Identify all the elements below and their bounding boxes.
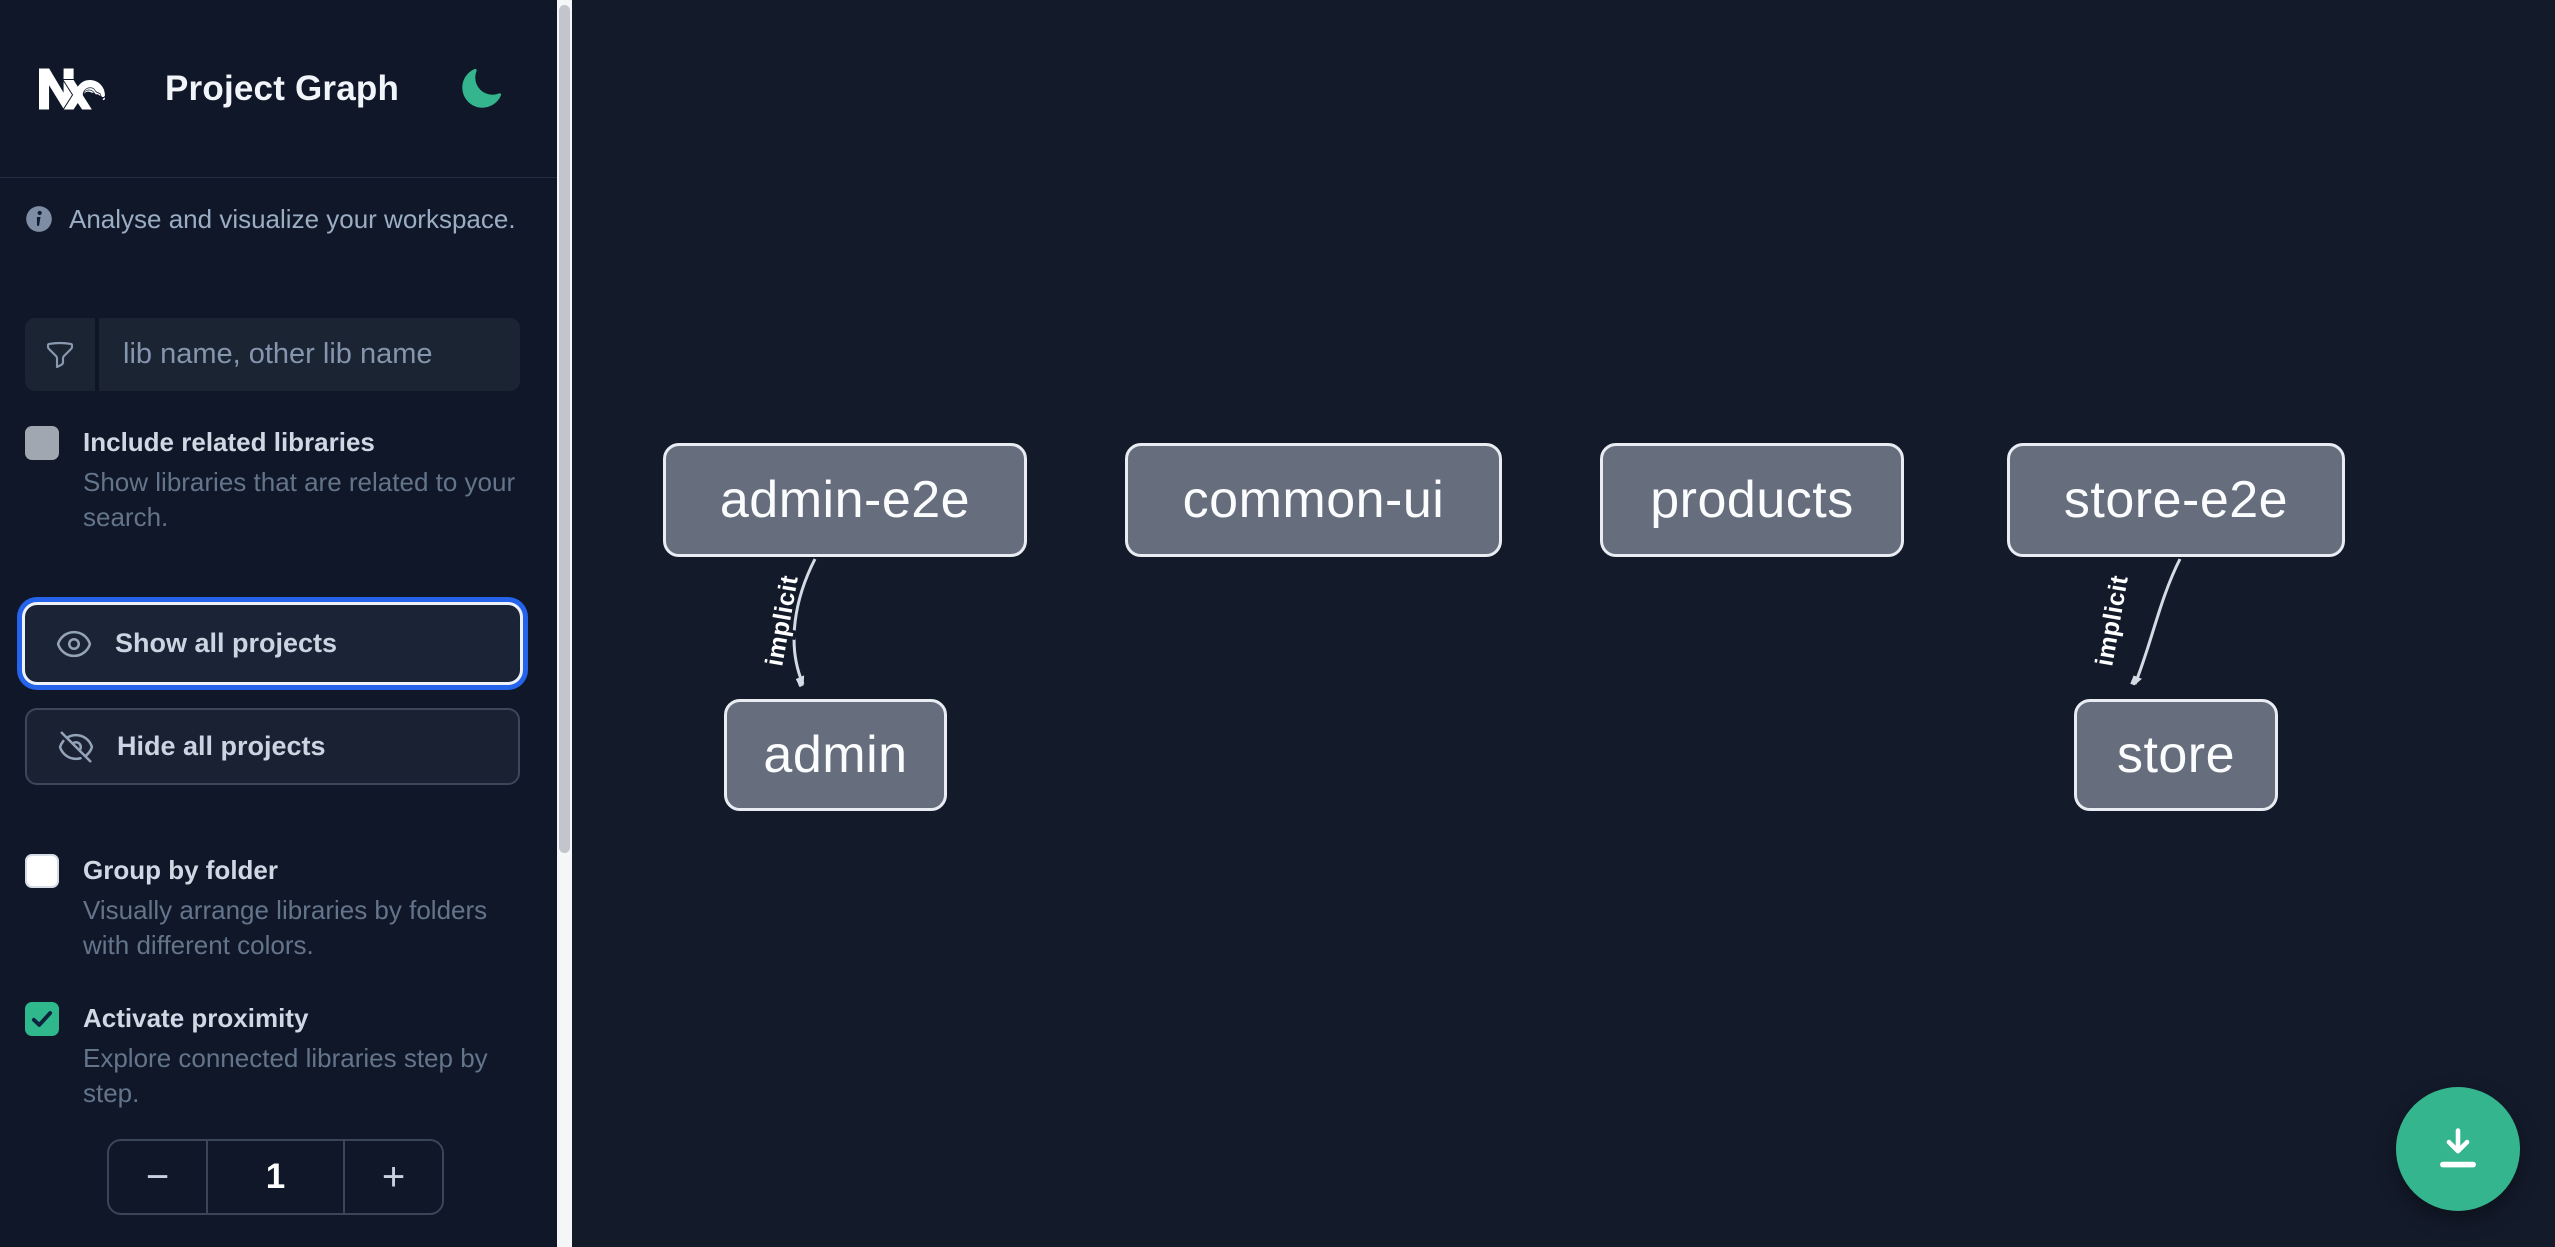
show-all-projects-label: Show all projects (115, 628, 338, 658)
check-icon (31, 1011, 53, 1027)
graph-node-admin[interactable]: admin (724, 699, 947, 811)
show-all-projects-button[interactable]: Show all projects (25, 605, 520, 682)
include-related-checkbox[interactable] (25, 426, 59, 460)
group-by-folder-checkbox[interactable] (25, 854, 59, 888)
activate-proximity-checkbox[interactable] (25, 1002, 59, 1036)
graph-node-products[interactable]: products (1600, 443, 1904, 557)
hide-all-projects-button[interactable]: Hide all projects (25, 708, 520, 785)
search-box (25, 318, 520, 391)
graph-node-store[interactable]: store (2074, 699, 2278, 811)
moon-icon (462, 68, 502, 108)
decrement-button[interactable]: − (109, 1141, 206, 1213)
graph-canvas[interactable]: implicit implicit admin-e2e common-ui produ… (572, 0, 2555, 1247)
nx-logo (39, 67, 106, 110)
info-icon (26, 206, 52, 232)
graph-edge-store-e2e-store (2135, 558, 2182, 684)
option-label: Group by folder (83, 855, 278, 885)
graph-node-admin-e2e[interactable]: admin-e2e (663, 443, 1027, 557)
sidebar-header: Project Graph (0, 0, 557, 178)
download-icon (2440, 1128, 2476, 1168)
graph-edge-admin-e2e-admin (792, 558, 817, 684)
proximity-depth-stepper: − 1 + (107, 1139, 444, 1215)
increment-button[interactable]: + (345, 1141, 442, 1213)
eye-icon (56, 630, 92, 657)
sidebar-scrollbar-track (557, 0, 572, 1247)
filter-icon-cell (25, 318, 99, 391)
info-row: Analyse and visualize your workspace. (25, 204, 521, 235)
graph-edges: implicit implicit (757, 558, 2182, 1247)
option-description: Explore connected libraries step by step… (83, 1043, 488, 1108)
option-label: Activate proximity (83, 1003, 309, 1033)
option-group-by-folder: Group by folder Visually arrange librari… (25, 853, 521, 963)
hide-all-projects-label: Hide all projects (117, 731, 326, 761)
graph-node-store-e2e[interactable]: store-e2e (2007, 443, 2345, 557)
stepper-value[interactable]: 1 (206, 1141, 345, 1213)
graph-node-common-ui[interactable]: common-ui (1125, 443, 1502, 557)
edge-label: implicit (2090, 573, 2133, 668)
theme-toggle-button[interactable] (457, 65, 505, 113)
sidebar: Project Graph Analyse and visualize your… (0, 0, 557, 1247)
sidebar-body: Analyse and visualize your workspace. In… (0, 204, 557, 1215)
option-label: Include related libraries (83, 427, 375, 457)
eye-slash-icon (58, 730, 94, 763)
search-input[interactable] (99, 318, 520, 391)
filter-icon (46, 341, 74, 368)
info-text: Analyse and visualize your workspace. (69, 204, 516, 234)
sidebar-scrollbar-thumb[interactable] (559, 5, 570, 853)
option-description: Show libraries that are related to your … (83, 467, 516, 532)
option-include-related-libraries: Include related libraries Show libraries… (25, 425, 521, 535)
option-activate-proximity: Activate proximity Explore connected lib… (25, 1001, 521, 1111)
download-graph-button[interactable] (2396, 1087, 2520, 1211)
page-title: Project Graph (165, 68, 400, 108)
option-description: Visually arrange libraries by folders wi… (83, 895, 488, 960)
edge-label: implicit (760, 573, 803, 668)
